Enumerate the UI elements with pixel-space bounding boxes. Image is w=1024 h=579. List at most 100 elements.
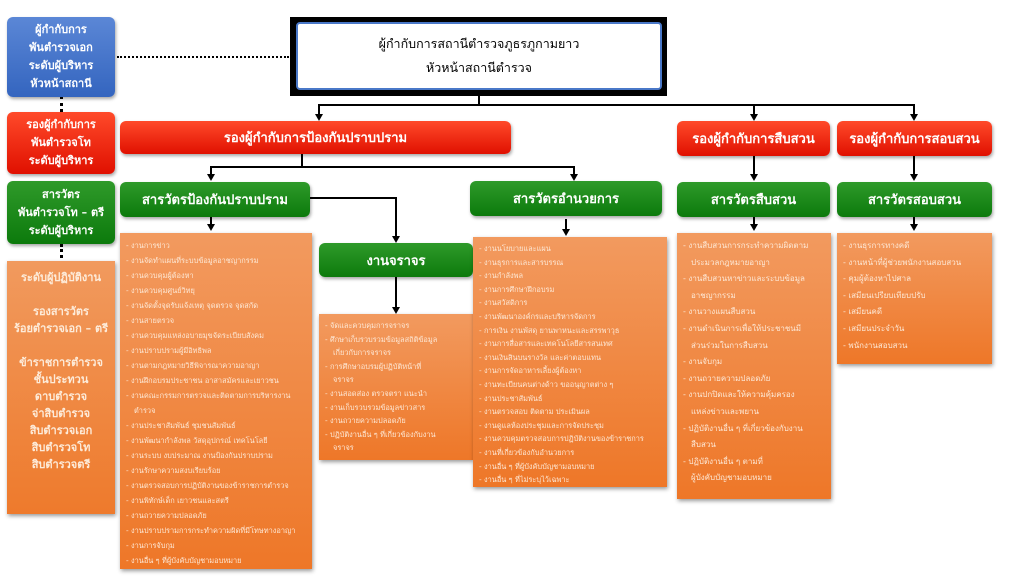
- connector-line: [395, 197, 397, 237]
- arrow-icon: [392, 236, 400, 243]
- deputy-inquiry-box[interactable]: รองผู้กำกับการสอบสวน: [837, 121, 992, 156]
- inspector-investigation-label: สารวัตรสืบสวน: [710, 193, 797, 208]
- deputy-investigation-box[interactable]: รองผู้กำกับการสืบสวน: [677, 121, 830, 156]
- legend-text: ระดับผู้บริหาร: [28, 223, 94, 237]
- duty-item: - งานดูแลห้องประชุมและการจัดประชุม: [479, 420, 604, 430]
- duty-item: - งานถวายความปลอดภัย: [126, 511, 207, 520]
- connector-line: [210, 217, 212, 227]
- duty-item: - งานควบคุมผู้ต้องหา: [126, 271, 194, 280]
- duty-item: - งานธุรการและสารบรรณ: [479, 257, 564, 267]
- connector-line: [753, 104, 755, 116]
- duty-item: - งานสายตรวจ: [126, 316, 175, 325]
- legend-inspector: สารวัตร พันตำรวจโท – ตรี ระดับผู้บริหาร: [7, 181, 115, 244]
- legend-deputy: รองผู้กำกับการ พันตำรวจโท ระดับผู้บริหาร: [7, 112, 115, 174]
- duty-item: - งานควบคุมศูนย์วิทยุ: [126, 286, 195, 295]
- chief-box[interactable]: ผู้กำกับการสถานีตำรวจภูธรภูกามยาว หัวหน้…: [296, 22, 662, 90]
- inspector-admin-label: สารวัตรอำนวยการ: [512, 192, 619, 207]
- duty-item: - งานนโยบายและแผน: [479, 244, 551, 253]
- arrow-icon: [207, 174, 215, 181]
- duty-item: ส่วนร่วมในการสืบสวน: [691, 340, 768, 350]
- duty-item: - เสมียนประจำวัน: [843, 323, 905, 333]
- duty-item: - งานถวายความปลอดภัย: [683, 373, 771, 383]
- legend-text: รองสารวัตร: [33, 305, 89, 318]
- duty-item: - งานสืบสวนหาข่าวและระบบข้อมูล: [683, 274, 805, 284]
- duty-item: - งานกำลังพล: [479, 271, 523, 281]
- duty-item: ผู้บังคับบัญชามอบหมาย: [691, 473, 772, 483]
- duty-item: - งานสวัสดิการ: [479, 298, 528, 308]
- duty-item: - การศึกษาอบรมผู้ปฏิบัติหน้าที่: [325, 361, 422, 371]
- duty-item: - งานเก็บรวบรวมข้อมูลข่าวสาร: [325, 402, 426, 412]
- duty-item: - การเงิน งานพัสดุ ยานพาหนะและสรรพาวุธ: [479, 325, 620, 335]
- arrow-icon: [570, 174, 578, 181]
- legend-text: ร้อยตำรวจเอก – ตรี: [13, 322, 109, 335]
- arrow-icon: [392, 307, 400, 314]
- arrow-icon: [207, 224, 215, 231]
- duty-item: จราจร: [333, 375, 354, 385]
- investigation-duties-list: - งานสืบสวนการกระทำความผิดตามประมวลกฎหมา…: [677, 233, 831, 499]
- duty-item: - งานคณะกรรมการตรวจและติดตามการบริหารงาน: [126, 391, 291, 400]
- duty-item: - งานสอดส่อง ตรวจตรา แนะนำ: [325, 388, 427, 398]
- duty-item: - งานการจัดอาหารเลี้ยงผู้ต้องหา: [479, 366, 582, 376]
- inspector-admin-box[interactable]: สารวัตรอำนวยการ: [470, 181, 662, 216]
- arrow-icon: [910, 224, 918, 231]
- duty-item: - งานปราบปรามการกระทำความผิดที่มีโทษทางอ…: [126, 526, 296, 535]
- duty-item: - งานการสื่อสารและเทคโนโลยีสารสนเทศ: [479, 339, 613, 349]
- duty-item: - งานตรวจสอบการปฏิบัติงานของข้าราชการตำร…: [126, 481, 289, 490]
- legend-text: จ่าสิบตำรวจ: [31, 407, 91, 420]
- duty-item: - งานฝึกอบรมประชาชน อาสาสมัครและเยาวชน: [126, 376, 279, 385]
- legend-text: หัวหน้าสถานี: [30, 77, 92, 90]
- legend-superintendent: ผู้กำกับการ พันตำรวจเอก ระดับผู้บริหาร ห…: [7, 17, 115, 97]
- dotted-connector: [60, 96, 63, 112]
- duty-item: เกี่ยวกับการจราจร: [333, 348, 391, 358]
- legend-text: สิบตำรวจตรี: [31, 458, 91, 471]
- deputy-inquiry-label: รองผู้กำกับการสอบสวน: [849, 132, 980, 147]
- connector-line: [210, 166, 574, 168]
- legend-text: ระดับผู้บริหาร: [28, 154, 94, 167]
- chief-title: ผู้กำกับการสถานีตำรวจภูธรภูกามยาว: [378, 36, 580, 51]
- duty-item: - งานจัดทำแผนที่ระบบข้อมูลอาชญากรรม: [126, 256, 259, 265]
- duty-item: - ศึกษาเก็บรวบรวมข้อมูลสถิติข้อมูล: [325, 334, 438, 344]
- chief-subtitle: หัวหน้าสถานีตำรวจ: [425, 60, 533, 75]
- deputy-prevention-label: รองผู้กำกับการป้องกันปราบปราม: [223, 131, 408, 146]
- duty-item: - งานการข่าว: [126, 241, 170, 250]
- legend-text: ระดับผู้ปฏิบัติงาน: [21, 271, 101, 284]
- duty-item: - งานปกปิดและให้ความคุ้มครอง: [683, 390, 795, 400]
- arrow-icon: [315, 114, 323, 121]
- duty-item: - งานประชาสัมพันธ์: [479, 393, 543, 403]
- duty-item: - งานพิทักษ์เด็ก เยาวชนและสตรี: [126, 496, 229, 505]
- duty-item: - งานควบคุมแหล่งอบายมุขจัดระเบียบสังคม: [126, 331, 264, 340]
- inspector-inquiry-box[interactable]: สารวัตรสอบสวน: [837, 182, 992, 217]
- arrow-icon: [562, 229, 570, 236]
- connector-line: [565, 219, 567, 231]
- duty-item: - งานการจับกุม: [126, 541, 175, 550]
- connector-line: [913, 217, 915, 227]
- connector-line: [318, 104, 320, 116]
- connector-line: [210, 166, 212, 176]
- connector-line: [310, 197, 397, 199]
- connector-line: [753, 217, 755, 227]
- arrow-icon: [750, 224, 758, 231]
- duty-item: - งานสืบสวนการกระทำความผิดตาม: [683, 241, 809, 250]
- arrow-icon: [750, 174, 758, 181]
- duty-item: - งานตรวจสอบ ติดตาม ประเมินผล: [479, 407, 590, 417]
- connector-line: [318, 104, 915, 106]
- inspector-prevention-box[interactable]: สารวัตรป้องกันปราบปราม: [120, 182, 310, 217]
- duty-item: - งานอื่น ๆ ที่ผู้บังคับบัญชามอบหมาย: [479, 461, 595, 471]
- traffic-unit-label: งานจราจร: [366, 253, 426, 269]
- duty-item: - งานเงินสินบนรางวัล และค่าตอบแทน: [479, 352, 602, 362]
- legend-text: ผู้กำกับการ: [35, 23, 87, 36]
- deputy-investigation-label: รองผู้กำกับการสืบสวน: [692, 132, 815, 147]
- duty-item: - เสมียนเปรียบเทียบปรับ: [843, 290, 926, 300]
- duty-item: - งานธุรการทางคดี: [843, 241, 910, 250]
- deputy-prevention-box[interactable]: รองผู้กำกับการป้องกันปราบปราม: [120, 121, 511, 154]
- duty-item: - ปฏิบัติงานอื่น ๆ ที่เกี่ยวข้องกับงาน: [683, 423, 803, 433]
- legend-text: ชั้นประทวน: [33, 373, 89, 386]
- legend-text: สิบตำรวจโท: [31, 441, 91, 454]
- traffic-unit-box[interactable]: งานจราจร: [319, 243, 473, 277]
- connector-line: [753, 156, 755, 176]
- duty-item: - งานประชาสัมพันธ์ ชุมชนสัมพันธ์: [126, 421, 236, 430]
- inspector-investigation-box[interactable]: สารวัตรสืบสวน: [677, 182, 830, 217]
- inspector-prevention-label: สารวัตรป้องกันปราบปราม: [142, 193, 288, 208]
- duty-item: - งานอื่น ๆ ที่ผู้บังคับบัญชามอบหมาย: [126, 556, 242, 565]
- duty-item: - เสมียนคดี: [843, 307, 883, 317]
